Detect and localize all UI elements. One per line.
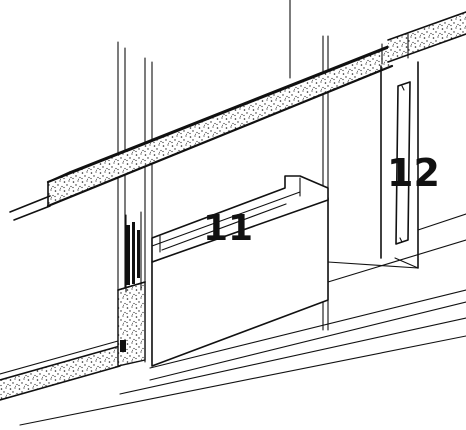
floor-sill — [0, 289, 466, 426]
top-beam — [9, 11, 466, 221]
wall-panel-11 — [151, 175, 466, 367]
corner-post — [117, 211, 146, 367]
door-frame-12 — [327, 61, 466, 269]
callouts: 11 12 — [203, 151, 440, 249]
callout-11: 11 — [203, 208, 253, 249]
callout-12: 12 — [387, 151, 440, 195]
